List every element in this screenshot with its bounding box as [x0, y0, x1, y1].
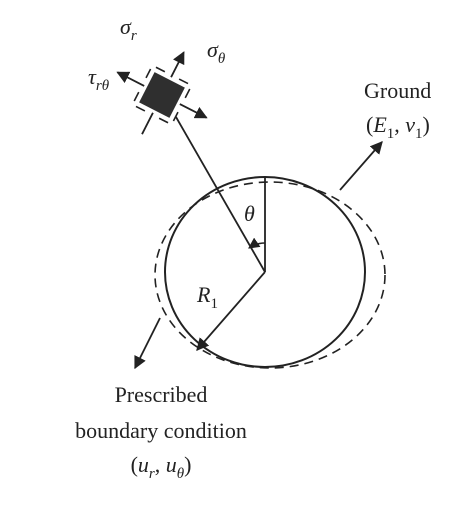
boundary-line1: Prescribed [115, 382, 208, 407]
shear-tick-top-right [178, 78, 189, 85]
tau-r-theta-label: τrθ [88, 64, 110, 94]
radial-line-to-element [175, 116, 266, 273]
shear-tick-top-left [155, 66, 166, 73]
sigma-r-label: σr [120, 14, 137, 44]
radius-arrow [196, 271, 266, 351]
sigma-theta-arrow [179, 103, 208, 119]
boundary-pointer-arrow [134, 317, 161, 370]
shear-tick-right-top [184, 88, 191, 99]
sigma-theta-label: σθ [207, 37, 226, 67]
theta-label: θ [244, 201, 255, 226]
sigma-r-arrow [170, 51, 185, 78]
excavation-circle [164, 176, 366, 368]
sigma-theta-arrow-opposite [116, 71, 145, 87]
shear-tick-bottom-right [158, 117, 169, 124]
theta-angle-arc [248, 237, 266, 249]
radius-label: R1 [196, 282, 218, 312]
boundary-line2: boundary condition [75, 418, 247, 443]
stress-element [116, 51, 208, 135]
shear-tick-left-bottom [133, 91, 140, 102]
ground-title: Ground [364, 78, 431, 103]
shear-tick-bottom-left [135, 105, 146, 112]
shear-tick-left-top [145, 68, 152, 79]
sigma-r-arrow-opposite [141, 112, 154, 135]
boundary-displacements: (ur, uθ) [131, 452, 192, 482]
shear-tick-right-bottom [172, 111, 179, 122]
stress-element-square [139, 72, 185, 118]
ground-pointer-arrow [339, 141, 383, 191]
ground-properties: (E1, ν1) [366, 112, 430, 142]
deformed-boundary-dashed [154, 181, 386, 369]
